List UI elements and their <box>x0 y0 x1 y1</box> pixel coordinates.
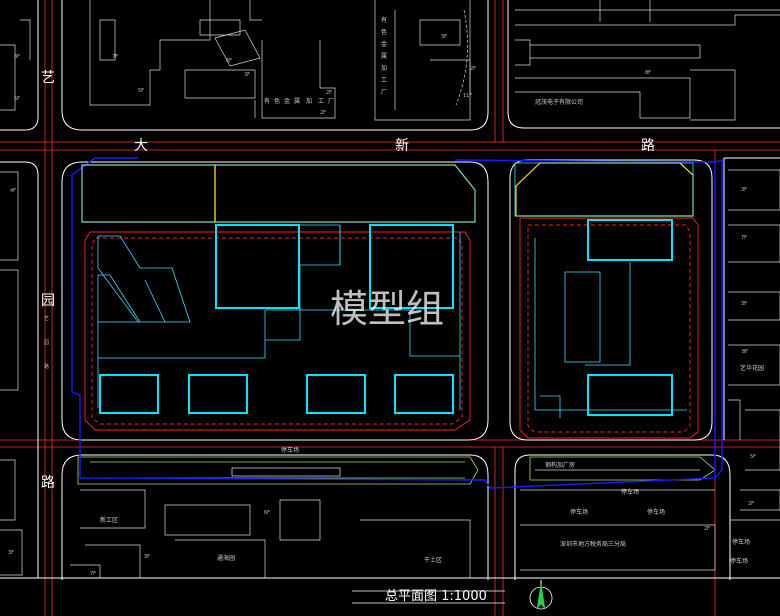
north-road-char-2: 新 <box>395 138 409 154</box>
parking-d-label: 停车场 <box>732 538 750 546</box>
top-factory-char-1: 有 <box>381 16 387 24</box>
floor-mark: 8F <box>645 70 651 76</box>
floor-mark: 2F <box>326 90 332 96</box>
parking-lot-label: 停车场 <box>730 557 748 565</box>
parking-a-label: 停车场 <box>621 488 639 496</box>
floor-mark: 2F <box>470 66 476 72</box>
side-road-small-labels: 艺 园 路 <box>44 316 49 370</box>
top-factory-labels: 有 色 金 属 加 工 厂 <box>381 16 387 96</box>
floor-mark: 6F <box>226 58 232 64</box>
floor-mark: 7F <box>90 571 96 577</box>
top-factory-char-5: 加 <box>381 64 387 72</box>
setback-lines <box>84 217 699 439</box>
north-road-char-1: 大 <box>134 138 148 154</box>
floor-mark: 2F <box>320 110 326 116</box>
row-char-2: 色 <box>274 97 280 105</box>
floor-mark: 5F <box>750 454 756 460</box>
row-char-5: 加 <box>306 97 312 105</box>
parking-c-label: 停车场 <box>647 508 665 516</box>
row-char-7: 厂 <box>328 98 334 105</box>
floor-mark: 5F <box>138 88 144 94</box>
company-label: 冠茂电子有限公司 <box>535 98 583 106</box>
floor-mark: 5F <box>14 96 20 102</box>
side-small-text-3: 路 <box>44 363 49 370</box>
top-factory-row-labels: 有 色 金 属 加 工 厂 <box>264 97 334 105</box>
podium-footprint <box>81 162 694 418</box>
floor-mark: 3F <box>741 301 747 307</box>
floor-mark: 3F <box>741 187 747 193</box>
drawing-title: 总平面图 1:1000 <box>385 589 487 604</box>
parking-b-label: 停车场 <box>570 508 588 516</box>
row-char-3: 金 <box>284 97 290 105</box>
floor-mark: 2F <box>748 501 754 507</box>
west-road-char-1: 艺 <box>41 70 55 86</box>
watermark-text: 模型组 <box>330 287 444 331</box>
towers <box>99 219 673 416</box>
road-edges <box>0 0 780 580</box>
floor-mark: 3F <box>8 550 14 556</box>
top-factory-char-2: 色 <box>381 28 387 36</box>
west-road-char-2: 园 <box>41 293 55 309</box>
floor-mark: 2F <box>704 526 710 532</box>
row-char-6: 工 <box>318 98 324 105</box>
top-factory-char-3: 金 <box>381 40 387 48</box>
floor-mark: 11F <box>463 93 472 99</box>
floor-mark: 3F <box>441 34 447 40</box>
parking-top-label: 停车场 <box>281 446 299 454</box>
top-factory-char-6: 工 <box>381 77 387 84</box>
tonghai-label: 通海园 <box>217 554 235 562</box>
floor-mark: 7F <box>741 235 747 241</box>
surrounding-buildings <box>0 0 780 578</box>
top-factory-char-7: 厂 <box>381 89 387 96</box>
west-road-char-3: 路 <box>41 475 55 491</box>
floor-mark: 3F <box>144 554 150 560</box>
art-garden-label: 艺华花园 <box>740 364 764 372</box>
dry-area-label: 干土区 <box>424 556 442 564</box>
title-block: 总平面图 1:1000 <box>352 589 505 604</box>
row-char-4: 属 <box>294 98 300 105</box>
floor-mark: 3F <box>244 72 250 78</box>
floor-marks: 7F 3F 5F 2F 2F 3F 11F 8F 3F 7F 3F 8F 4F … <box>8 34 756 577</box>
new-work-area-label: 新工区 <box>100 516 118 524</box>
row-char-1: 有 <box>264 97 270 105</box>
side-small-text-1: 艺 <box>44 316 49 322</box>
north-arrow-icon <box>529 580 553 610</box>
floor-mark: 6F <box>264 510 270 516</box>
north-road-char-3: 路 <box>641 138 655 154</box>
floor-mark: 7F <box>112 54 118 60</box>
top-factory-char-4: 属 <box>381 53 387 60</box>
steel-factory-label: 钢构加厂房 <box>545 461 575 469</box>
floor-mark: 4F <box>10 188 16 194</box>
site-boundary <box>71 157 723 489</box>
side-small-text-2: 园 <box>44 340 49 346</box>
tax-office-label: 深圳市地方税务局三分局 <box>560 540 626 548</box>
floor-mark: 8F <box>14 54 20 60</box>
floor-mark: 8F <box>742 349 748 355</box>
